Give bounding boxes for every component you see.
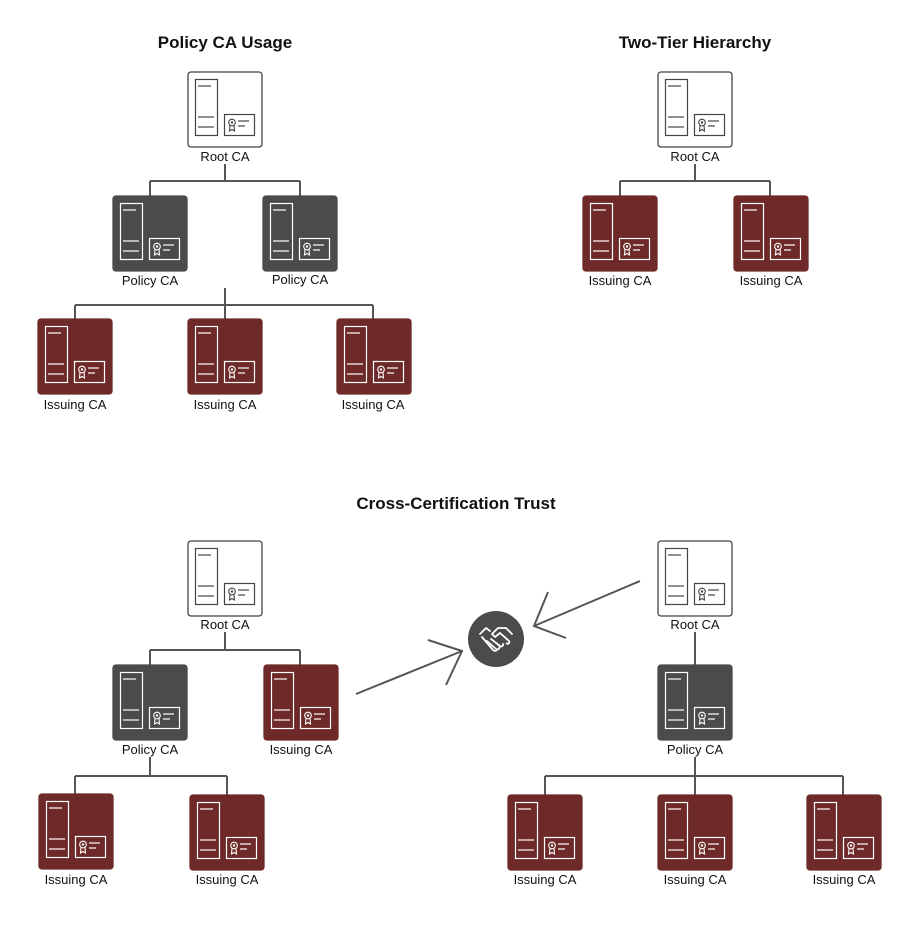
server-certificate-icon	[262, 195, 338, 272]
server-certificate-icon	[263, 664, 339, 741]
two-tier-issuing-ca-2-label: Issuing CA	[739, 273, 803, 288]
cross-left-issuing-ca-top-node	[263, 664, 339, 746]
cross-right-issuing-ca-2-label: Issuing CA	[663, 872, 727, 887]
cross-right-issuing-ca-1-node	[507, 794, 583, 876]
policy-usage-issuing-ca-3-node	[336, 318, 412, 400]
cross-right-issuing-ca-3-node	[806, 794, 882, 876]
policy-usage-root-ca-label: Root CA	[200, 149, 250, 164]
server-certificate-icon	[657, 794, 733, 871]
cross-right-policy-ca-node	[657, 664, 733, 746]
two-tier-root-ca-label: Root CA	[670, 149, 720, 164]
cross-left-policy-ca-node	[112, 664, 188, 746]
two-tier-issuing-ca-2-node	[733, 195, 809, 277]
cross-left-issuing-ca-2-label: Issuing CA	[195, 872, 259, 887]
cross-left-issuing-ca-1-label: Issuing CA	[44, 872, 108, 887]
handshake-icon	[468, 611, 524, 667]
server-certificate-icon	[112, 664, 188, 741]
two-tier-hierarchy-title: Two-Tier Hierarchy	[618, 33, 772, 52]
cross-right-issuing-ca-2-node	[657, 794, 733, 876]
cross-left-issuing-ca-top-label: Issuing CA	[269, 742, 333, 757]
two-tier-issuing-ca-1-node	[582, 195, 658, 277]
server-certificate-icon	[38, 793, 114, 870]
cross-right-root-ca-node	[657, 540, 733, 622]
policy-ca-usage-title: Policy CA Usage	[157, 33, 293, 52]
two-tier-root-ca-node	[657, 71, 733, 153]
cross-certification-title: Cross-Certification Trust	[356, 494, 556, 513]
policy-usage-issuing-ca-1-node	[37, 318, 113, 400]
server-certificate-icon	[187, 540, 263, 617]
server-certificate-icon	[507, 794, 583, 871]
cross-right-root-ca-label: Root CA	[670, 617, 720, 632]
server-certificate-icon	[112, 195, 188, 272]
server-certificate-icon	[733, 195, 809, 272]
policy-usage-policy-ca-2-node	[262, 195, 338, 277]
cross-left-root-ca-node	[187, 540, 263, 622]
server-certificate-icon	[582, 195, 658, 272]
policy-usage-policy-ca-1-label: Policy CA	[121, 273, 179, 288]
policy-usage-issuing-ca-1-label: Issuing CA	[43, 397, 107, 412]
two-tier-issuing-ca-1-label: Issuing CA	[588, 273, 652, 288]
server-certificate-icon	[657, 540, 733, 617]
server-certificate-icon	[189, 794, 265, 871]
server-certificate-icon	[657, 71, 733, 148]
cross-left-issuing-ca-1-node	[38, 793, 114, 875]
server-certificate-icon	[657, 664, 733, 741]
server-certificate-icon	[806, 794, 882, 871]
server-certificate-icon	[336, 318, 412, 395]
policy-usage-issuing-ca-3-label: Issuing CA	[341, 397, 405, 412]
server-certificate-icon	[187, 71, 263, 148]
cross-right-policy-ca-label: Policy CA	[666, 742, 724, 757]
policy-usage-issuing-ca-2-node	[187, 318, 263, 400]
cross-left-policy-ca-label: Policy CA	[121, 742, 179, 757]
server-certificate-icon	[187, 318, 263, 395]
policy-usage-policy-ca-2-label: Policy CA	[271, 272, 329, 287]
cross-left-issuing-ca-2-node	[189, 794, 265, 876]
cross-right-issuing-ca-1-label: Issuing CA	[513, 872, 577, 887]
cross-right-issuing-ca-3-label: Issuing CA	[812, 872, 876, 887]
cross-left-root-ca-label: Root CA	[200, 617, 250, 632]
policy-usage-issuing-ca-2-label: Issuing CA	[193, 397, 257, 412]
server-certificate-icon	[37, 318, 113, 395]
policy-usage-policy-ca-1-node	[112, 195, 188, 277]
policy-usage-root-ca-node	[187, 71, 263, 153]
